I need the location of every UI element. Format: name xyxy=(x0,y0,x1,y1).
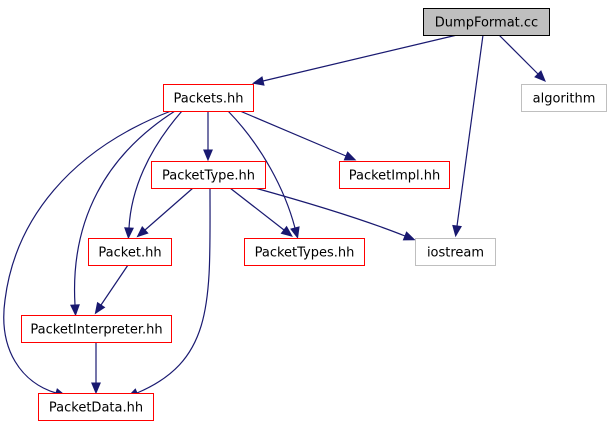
edge-packets-to-packettypes xyxy=(227,110,300,239)
edge-line xyxy=(136,187,211,394)
edge-dumpformat-to-packets xyxy=(252,34,458,86)
edge-line xyxy=(128,110,183,229)
node-packetinterpreter[interactable]: PacketInterpreter.hh xyxy=(21,315,172,343)
edge-dumpformat-to-iostream xyxy=(452,34,484,238)
edge-packetinterpreter-to-packetdata xyxy=(91,342,101,395)
edge-arrowhead xyxy=(452,224,462,238)
node-box xyxy=(88,238,172,266)
node-label: PacketImpl.hh xyxy=(349,169,441,184)
node-iostream: iostream xyxy=(415,238,496,266)
node-box xyxy=(151,161,266,189)
node-packets[interactable]: Packets.hh xyxy=(163,84,254,112)
edge-arrowhead xyxy=(94,301,106,315)
edge-packets-to-packetinterpreter xyxy=(70,110,176,317)
edge-packettype-to-iostream xyxy=(254,187,416,241)
node-box xyxy=(163,84,254,112)
node-packetimpl[interactable]: PacketImpl.hh xyxy=(339,161,450,189)
node-box xyxy=(38,393,154,421)
node-label: iostream xyxy=(427,246,484,261)
node-box xyxy=(244,238,365,266)
node-box xyxy=(339,161,450,189)
edge-line xyxy=(229,187,285,231)
edge-line xyxy=(498,34,539,75)
edge-packettype-to-packetdata xyxy=(126,187,211,398)
node-box xyxy=(21,315,172,343)
edge-line xyxy=(144,187,194,231)
edge-arrowhead xyxy=(290,226,300,239)
edge-line xyxy=(73,110,176,306)
node-algorithm: algorithm xyxy=(521,84,607,112)
node-packettype[interactable]: PacketType.hh xyxy=(151,161,266,189)
node-box xyxy=(415,238,496,266)
edge-line xyxy=(254,187,406,237)
edge-packettype-to-packettypes xyxy=(229,187,293,237)
node-packetdata[interactable]: PacketData.hh xyxy=(38,393,154,421)
edge-arrowhead xyxy=(136,225,149,238)
node-box xyxy=(423,8,550,36)
node-label: DumpFormat.cc xyxy=(435,16,538,31)
node-label: algorithm xyxy=(533,92,596,107)
node-label: PacketType.hh xyxy=(162,169,255,184)
node-packet[interactable]: Packet.hh xyxy=(88,238,172,266)
node-label: PacketInterpreter.hh xyxy=(30,323,162,338)
node-box xyxy=(521,84,607,112)
edge-dumpformat-to-algorithm xyxy=(498,34,546,82)
node-packettypes[interactable]: PacketTypes.hh xyxy=(244,238,365,266)
edge-arrowhead xyxy=(91,382,101,395)
edge-arrowhead xyxy=(70,304,80,317)
node-label: Packets.hh xyxy=(174,92,244,107)
node-dumpformat[interactable]: DumpFormat.cc xyxy=(423,8,550,36)
edge-arrowhead xyxy=(534,70,546,82)
node-label: PacketTypes.hh xyxy=(255,246,355,261)
edge-packettype-to-packet xyxy=(136,187,194,238)
edge-arrowhead xyxy=(280,225,293,237)
edge-line xyxy=(100,264,129,306)
edge-line xyxy=(227,110,296,229)
edge-packets-to-packet xyxy=(124,110,183,240)
edge-packet-to-packetinterpreter xyxy=(94,264,129,315)
edge-arrowhead xyxy=(124,227,134,240)
edge-line xyxy=(3,110,172,394)
edge-arrowhead xyxy=(402,231,416,241)
edge-arrowhead xyxy=(252,76,265,86)
edge-packets-to-packettype xyxy=(203,111,213,162)
edge-arrowhead xyxy=(203,149,213,162)
edge-line xyxy=(456,34,484,227)
node-label: Packet.hh xyxy=(98,246,161,261)
edge-packets-to-packetimpl xyxy=(239,110,357,161)
edge-arrowhead xyxy=(343,151,357,161)
node-label: PacketData.hh xyxy=(49,401,143,416)
edge-line xyxy=(239,110,347,157)
edge-line xyxy=(262,34,458,82)
